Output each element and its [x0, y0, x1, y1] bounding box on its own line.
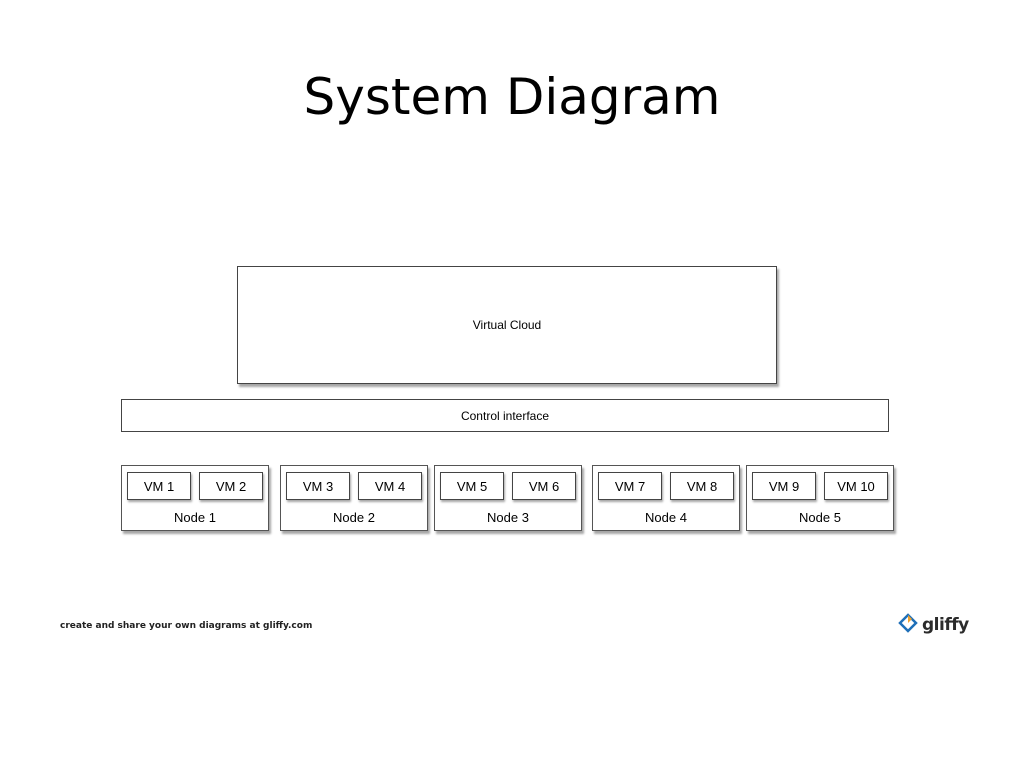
vm-box: VM 6 — [512, 472, 576, 500]
node-label: Node 5 — [799, 510, 841, 525]
node-label: Node 1 — [174, 510, 216, 525]
vm-label: VM 8 — [686, 478, 718, 494]
control-interface-label: Control interface — [460, 408, 550, 423]
vm-label: VM 3 — [302, 478, 334, 494]
vm-label: VM 2 — [215, 478, 247, 494]
node-4: VM 7 VM 8 Node 4 — [592, 465, 740, 531]
node-label: Node 2 — [333, 510, 375, 525]
vm-box: VM 8 — [670, 472, 734, 500]
vm-box: VM 3 — [286, 472, 350, 500]
vm-label: VM 1 — [143, 478, 175, 494]
vm-box: VM 5 — [440, 472, 504, 500]
vm-label: VM 4 — [374, 478, 406, 494]
vm-box: VM 7 — [598, 472, 662, 500]
gliffy-logo[interactable]: gliffy — [898, 612, 969, 638]
node-2: VM 3 VM 4 Node 2 — [280, 465, 428, 531]
vm-box: VM 4 — [358, 472, 422, 500]
gliffy-logo-text: gliffy — [922, 615, 969, 635]
vm-box: VM 2 — [199, 472, 263, 500]
vm-label: VM 5 — [456, 478, 488, 494]
footer-link[interactable]: create and share your own diagrams at gl… — [60, 621, 313, 631]
node-label: Node 3 — [487, 510, 529, 525]
vm-label: VM 10 — [837, 478, 875, 494]
vm-label: VM 6 — [528, 478, 560, 494]
node-1: VM 1 VM 2 Node 1 — [121, 465, 269, 531]
vm-box: VM 9 — [752, 472, 816, 500]
node-label: Node 4 — [645, 510, 687, 525]
vm-label: VM 7 — [614, 478, 646, 494]
vm-box: VM 10 — [824, 472, 888, 500]
virtual-cloud-label: Virtual Cloud — [472, 318, 542, 332]
node-5: VM 9 VM 10 Node 5 — [746, 465, 894, 531]
virtual-cloud-box: Virtual Cloud — [237, 266, 777, 384]
node-3: VM 5 VM 6 Node 3 — [434, 465, 582, 531]
control-interface-box: Control interface — [121, 399, 889, 432]
slide-title: System Diagram — [303, 68, 721, 126]
vm-box: VM 1 — [127, 472, 191, 500]
gliffy-logo-icon — [898, 612, 920, 638]
vm-label: VM 9 — [768, 478, 800, 494]
